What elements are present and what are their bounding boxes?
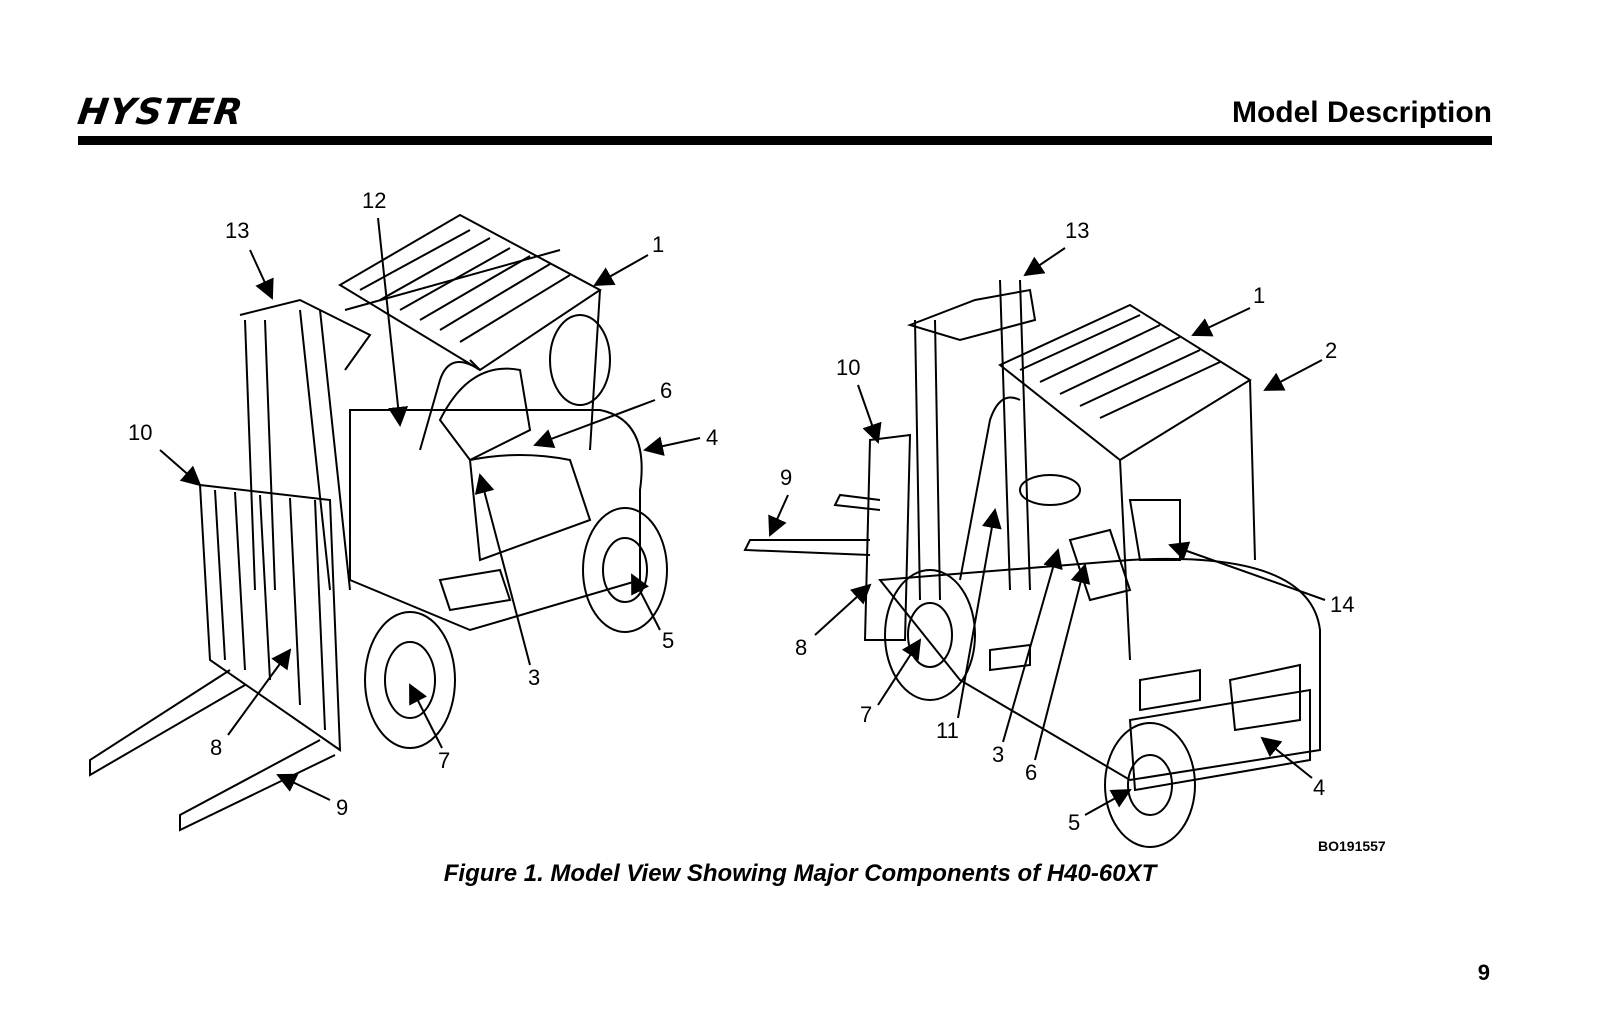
brand-logo: HYSTER <box>75 92 246 133</box>
callout-6: 6 <box>660 378 672 403</box>
callout-12: 12 <box>362 188 386 213</box>
left-forklift-drawing <box>89 213 668 832</box>
callout-7: 7 <box>860 702 872 727</box>
callout-13: 13 <box>225 218 249 243</box>
callout-9: 9 <box>780 465 792 490</box>
callout-14: 14 <box>1330 592 1354 617</box>
callout-4: 4 <box>706 425 718 450</box>
callout-5: 5 <box>662 628 674 653</box>
callout-8: 8 <box>795 635 807 660</box>
page-number: 9 <box>1477 960 1490 985</box>
callout-8: 8 <box>210 735 222 760</box>
header-rule <box>78 136 1492 145</box>
left-view-callouts: 13 12 1 10 6 4 5 3 8 7 9 <box>128 188 718 820</box>
callout-2: 2 <box>1325 338 1337 363</box>
callout-13: 13 <box>1065 218 1089 243</box>
callout-3: 3 <box>992 742 1004 767</box>
callout-11: 11 <box>936 718 959 743</box>
callout-7: 7 <box>438 748 450 773</box>
figure-id: BO191557 <box>1318 838 1386 854</box>
right-view-callouts: 13 1 2 10 9 14 8 7 11 3 6 4 5 <box>768 218 1354 835</box>
callout-1: 1 <box>652 232 664 257</box>
callout-4: 4 <box>1313 775 1325 800</box>
callout-3: 3 <box>528 665 540 690</box>
callout-10: 10 <box>836 355 860 380</box>
callout-5: 5 <box>1068 810 1080 835</box>
callout-6: 6 <box>1025 760 1037 785</box>
callout-10: 10 <box>128 420 152 445</box>
figure-caption: Figure 1. Model View Showing Major Compo… <box>443 860 1157 887</box>
section-title: Model Description <box>1231 96 1492 129</box>
forklift-figure: 13 12 1 10 6 4 5 3 8 7 9 13 1 2 10 9 14 <box>89 188 1354 848</box>
callout-1: 1 <box>1253 283 1265 308</box>
callout-9: 9 <box>336 795 348 820</box>
